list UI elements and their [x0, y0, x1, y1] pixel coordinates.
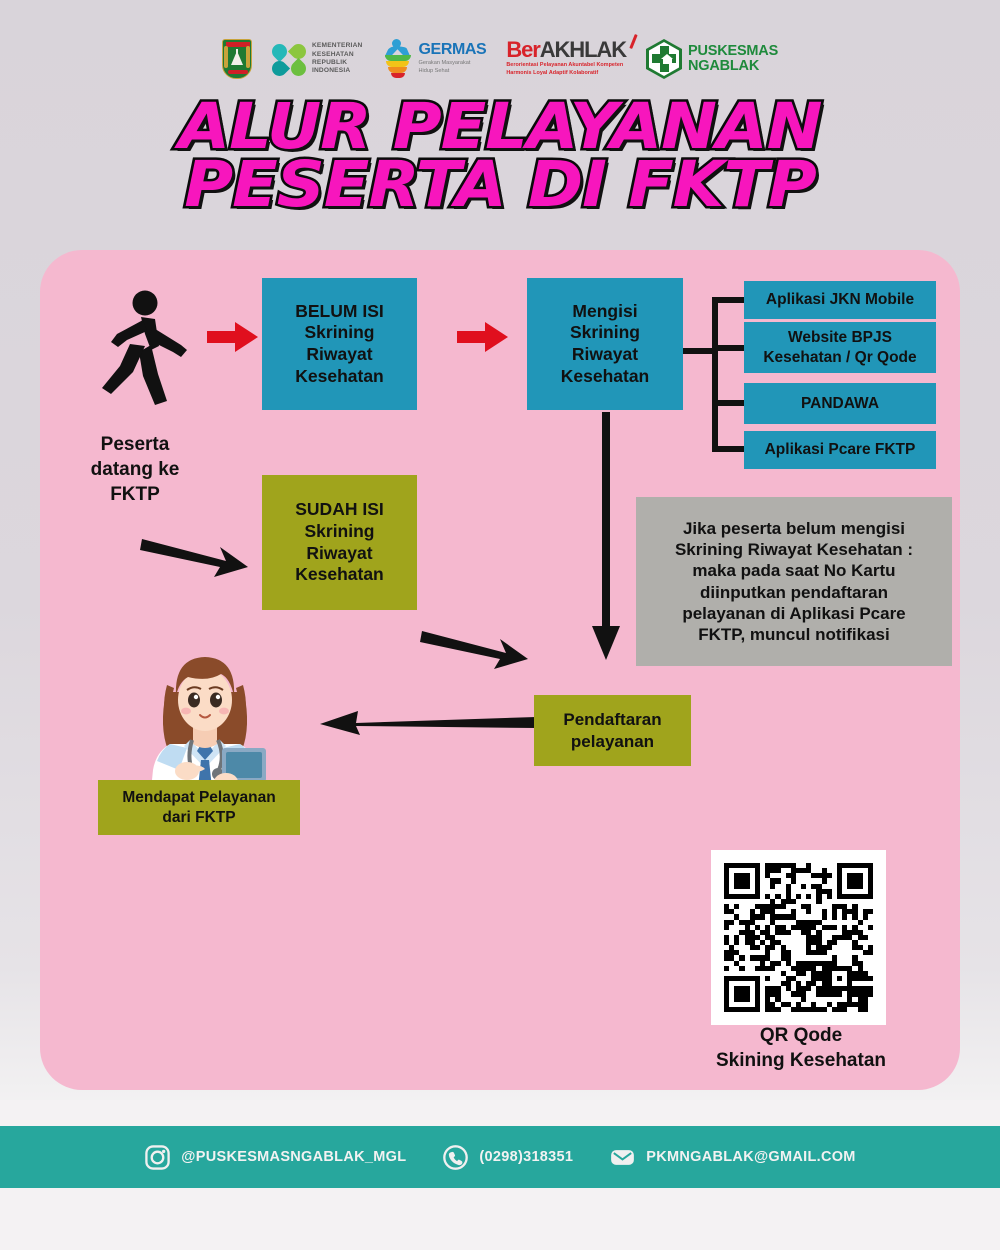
footer-instagram-handle: @PUSKESMASNGABLAK_MGL: [181, 1149, 407, 1165]
box-sudah-isi: SUDAH ISI Skrining Riwayat Kesehatan: [262, 475, 417, 610]
box-channel-jkn-mobile: Aplikasi JKN Mobile: [744, 281, 936, 319]
kabupaten-magelang-crest: [221, 39, 252, 79]
bracket-stem: [683, 348, 717, 354]
germas-wordmark: GERMAS: [418, 41, 487, 59]
footer-phone[interactable]: (0298)318351: [442, 1144, 573, 1171]
box-channel-pandawa: PANDAWA: [744, 383, 936, 424]
doctor-illustration: [150, 657, 266, 800]
entry-caption: Peserta datang ke FKTP: [90, 434, 180, 506]
kemenkes-label: KEMENTERIAN KESEHATAN REPUBLIK INDONESIA: [311, 42, 363, 75]
berakhlak-logo: BerAKHLAK Berorientasi Pelayanan Akuntab…: [506, 34, 638, 78]
puskesmas-ngablak-logo: PUSKESMAS NGABLAK: [646, 39, 778, 79]
qr-code[interactable]: [711, 850, 886, 1025]
down-arrow-icon: [592, 412, 620, 660]
footer-phone-number: (0298)318351: [479, 1149, 574, 1165]
walking-person-icon: [102, 290, 187, 405]
puskesmas-label: PUSKESMAS NGABLAK: [688, 43, 779, 74]
bracket-branch-2: [712, 345, 746, 351]
germas-tagline: Gerakan Masyarakat Hidup Sehat: [418, 60, 471, 74]
note-box: Jika peserta belum mengisi Skrining Riwa…: [636, 497, 952, 666]
title-line-2: PESERTA DI FKTP: [182, 147, 820, 221]
footer-bar: @PUSKESMASNGABLAK_MGL (0298)318351 PKMNG…: [0, 1126, 1000, 1188]
box-pendaftaran-pelayanan: Pendaftaran pelayanan: [534, 695, 691, 766]
instagram-icon: [145, 1144, 171, 1170]
box-belum-isi: BELUM ISI Skrining Riwayat Kesehatan: [262, 278, 417, 410]
berakhlak-tagline: Berorientasi Pelayanan Akuntabel Kompete…: [506, 62, 624, 76]
footer-email[interactable]: PKMNGABLAK@GMAIL.COM: [609, 1144, 855, 1171]
page-title: ALUR PELAYANAN PESERTA DI FKTP: [0, 90, 1000, 221]
red-arrow-2-icon: [457, 322, 508, 352]
box-mendapat-pelayanan: Mendapat Pelayanan dari FKTP: [98, 780, 300, 835]
bracket-branch-4: [712, 446, 746, 452]
kemenkes-flower-icon: [268, 40, 310, 80]
logo-strip: KEMENTERIAN KESEHATAN REPUBLIK INDONESIA…: [0, 26, 1000, 92]
box-channel-pcare-fktp: Aplikasi Pcare FKTP: [744, 431, 936, 469]
bracket-branch-3: [712, 400, 746, 406]
diagonal-arrow-to-pendaftaran-icon: [420, 631, 528, 669]
footer-email-address: PKMNGABLAK@GMAIL.COM: [646, 1149, 856, 1165]
title-line-1: ALUR PELAYANAN: [176, 90, 825, 163]
kemenkes-logo: KEMENTERIAN KESEHATAN REPUBLIK INDONESIA: [268, 40, 363, 80]
bracket-spine: [712, 297, 718, 452]
left-arrow-to-doctor-icon: [320, 711, 536, 735]
berakhlak-wordmark: BerAKHLAK: [506, 34, 638, 61]
bracket-branch-1: [712, 297, 746, 303]
box-mengisi: Mengisi Skrining Riwayat Kesehatan: [527, 278, 683, 410]
germas-logo: GERMAS Gerakan Masyarakat Hidup Sehat: [383, 39, 487, 79]
diagonal-arrow-to-sudah-isi-icon: [140, 539, 248, 577]
phone-icon: [443, 1144, 469, 1170]
germas-figure-icon: [383, 39, 413, 79]
puskesmas-cross-icon: [646, 39, 682, 79]
email-icon: [611, 1149, 635, 1165]
footer-instagram[interactable]: @PUSKESMASNGABLAK_MGL: [144, 1144, 406, 1171]
box-channel-website-bpjs: Website BPJS Kesehatan / Qr Qode: [744, 322, 936, 373]
qr-caption: QR Qode Skining Kesehatan: [716, 1025, 886, 1072]
red-arrow-1-icon: [207, 322, 258, 352]
